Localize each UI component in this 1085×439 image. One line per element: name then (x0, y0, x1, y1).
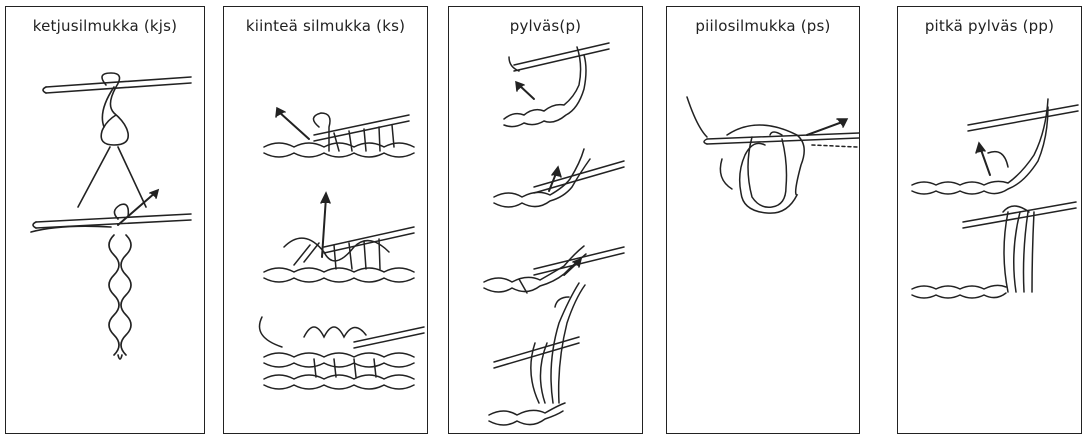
panel-treble-crochet: pitkä pylväs (pp) (897, 6, 1082, 434)
treble-crochet-illustration (898, 7, 1083, 433)
single-crochet-illustration (224, 7, 429, 433)
panel-double-crochet: pylväs(p) (448, 6, 643, 434)
panel-single-crochet: kiinteä silmukka (ks) (223, 6, 428, 434)
slip-stitch-illustration (667, 7, 861, 433)
double-crochet-illustration (449, 7, 644, 433)
panel-chain-stitch: ketjusilmukka (kjs) (5, 6, 205, 434)
chain-stitch-illustration (6, 7, 206, 433)
panel-slip-stitch: piilosilmukka (ps) (666, 6, 860, 434)
